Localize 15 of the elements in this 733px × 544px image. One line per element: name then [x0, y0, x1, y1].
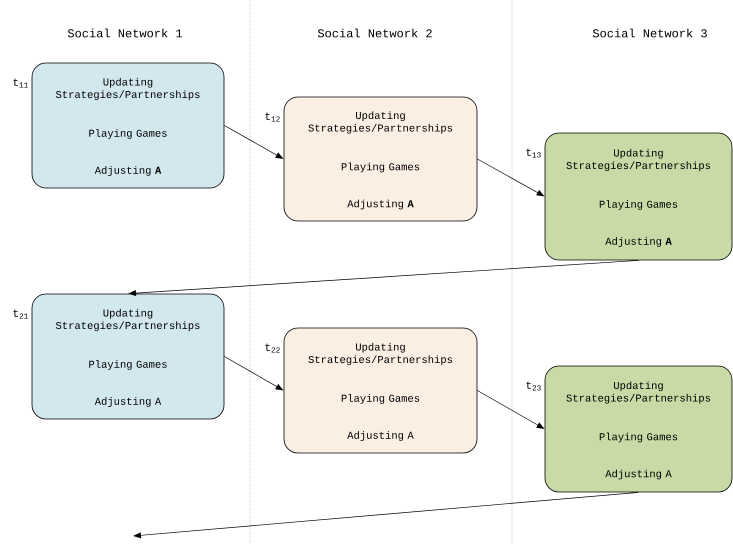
process-box: Updating Strategies/Partnerships Playing Games Adjusting A [32, 294, 224, 420]
time-label: t$_{13}$ [526, 148, 541, 158]
time-label: t$_{22}$ [265, 344, 280, 352]
time-label: t$_{12}$ [265, 112, 280, 122]
process-box: Updating Strategies/Partnerships Playing Games Adjusting A [284, 328, 478, 454]
process-box: Updating Strategies/Partnerships Playing Games Adjusting A [544, 366, 732, 492]
time-label: t$_{11}$ [13, 78, 28, 88]
column-heading: Social Network 1 [68, 28, 182, 38]
column-heading: Social Network 2 [318, 28, 432, 38]
time-label: t$_{23}$ [526, 381, 541, 391]
process-box: Updating Strategies/Partnerships Playing Games Adjusting A [284, 96, 478, 222]
time-label: t$_{21}$ [13, 310, 28, 318]
process-box: Updating Strategies/Partnerships Playing Games Adjusting A [32, 62, 224, 188]
column-heading: Social Network 3 [592, 28, 707, 38]
process-box: Updating Strategies/Partnerships Playing Games Adjusting A [544, 132, 732, 260]
